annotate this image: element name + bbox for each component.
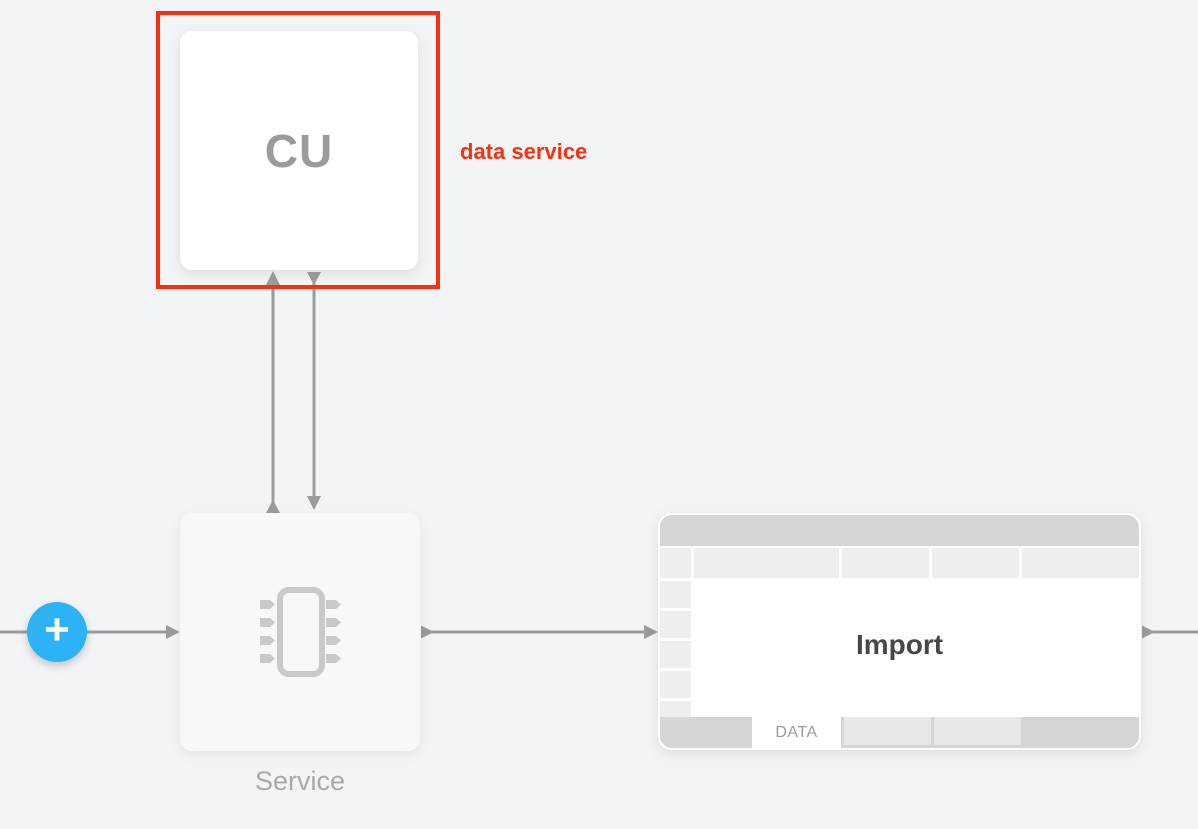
row-header-cell: [660, 611, 691, 638]
sheet-tab[interactable]: [934, 717, 1021, 745]
selection-highlight: [156, 11, 440, 289]
corner-cell: [660, 548, 691, 578]
chip-icon: [260, 587, 341, 677]
row-header-cell: [660, 581, 691, 608]
add-node-button[interactable]: +: [27, 602, 87, 662]
node-service-label: Service: [254, 766, 346, 796]
sheet-tab-bar: DATA: [660, 717, 1139, 748]
node-cu[interactable]: CU: [180, 31, 418, 270]
row-header-cell: [660, 671, 691, 698]
edge-cu-to-service[interactable]: [307, 272, 321, 510]
edge-service-to-cu[interactable]: [266, 271, 280, 513]
column-header-cell: [694, 548, 839, 578]
column-header-cell: [842, 548, 929, 578]
node-cu-label: CU: [264, 124, 334, 177]
node-service[interactable]: [180, 513, 420, 751]
node-import[interactable]: Import DATA: [658, 513, 1141, 750]
column-header-cell: [1022, 548, 1139, 578]
spreadsheet-toolbar: [660, 515, 1139, 546]
edge-out-of-import[interactable]: [1142, 625, 1198, 639]
sheet-tab[interactable]: [844, 717, 931, 745]
row-header-cell: [660, 701, 691, 717]
edge-service-to-import[interactable]: [421, 625, 658, 639]
column-header-cell: [932, 548, 1019, 578]
plus-icon: +: [44, 605, 70, 654]
sheet-tab-data[interactable]: DATA: [752, 717, 841, 748]
row-header-cell: [660, 641, 691, 668]
annotation-data-service: data service: [460, 139, 588, 164]
node-import-title: Import: [855, 629, 944, 660]
